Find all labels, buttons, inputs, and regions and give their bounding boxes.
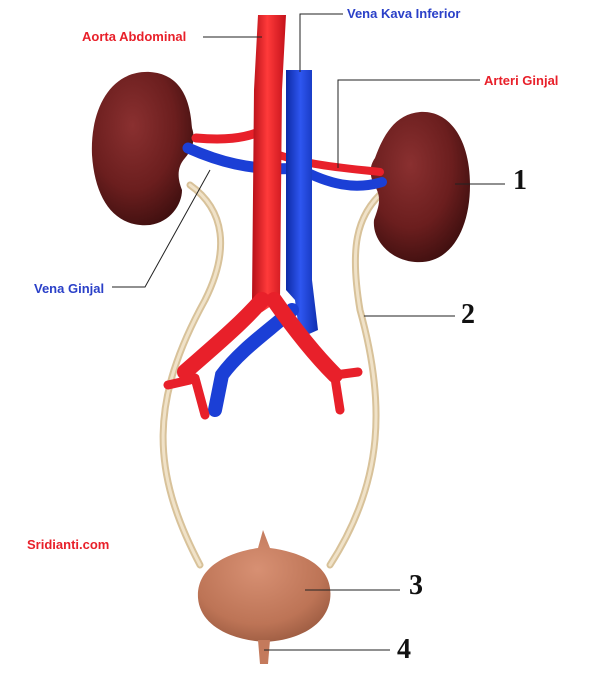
leader-lines <box>112 13 505 651</box>
number-3: 3 <box>409 570 423 601</box>
urethra <box>258 640 270 664</box>
leader-vena-cava <box>299 13 343 72</box>
bladder <box>197 530 331 642</box>
ureter-right-highlight <box>328 188 387 567</box>
aorta-abdominal <box>252 15 286 312</box>
kidney-left <box>91 71 194 226</box>
label-aorta-abdominal: Aorta Abdominal <box>82 29 187 44</box>
vena-cava-inferior <box>286 70 318 338</box>
leader-vena-ginjal <box>112 169 211 288</box>
number-2: 2 <box>461 299 475 330</box>
aorta-branch-left <box>177 292 270 380</box>
number-4: 4 <box>397 634 411 665</box>
label-vena-ginjal: Vena Ginjal <box>34 281 105 296</box>
watermark: Sridianti.com <box>27 537 110 552</box>
kidney-right <box>370 111 470 263</box>
number-1: 1 <box>513 165 527 196</box>
renal-vein-left <box>182 142 306 175</box>
ureter-left-highlight <box>161 183 223 567</box>
aorta-branch-left-2 <box>163 373 210 420</box>
label-arteri-ginjal: Arteri Ginjal <box>484 73 559 88</box>
leader-arteri <box>337 79 480 168</box>
aorta-branch-right-2 <box>330 367 363 415</box>
aorta-branch-right <box>266 292 343 383</box>
label-vena-kava-inferior: Vena Kava Inferior <box>347 6 461 21</box>
